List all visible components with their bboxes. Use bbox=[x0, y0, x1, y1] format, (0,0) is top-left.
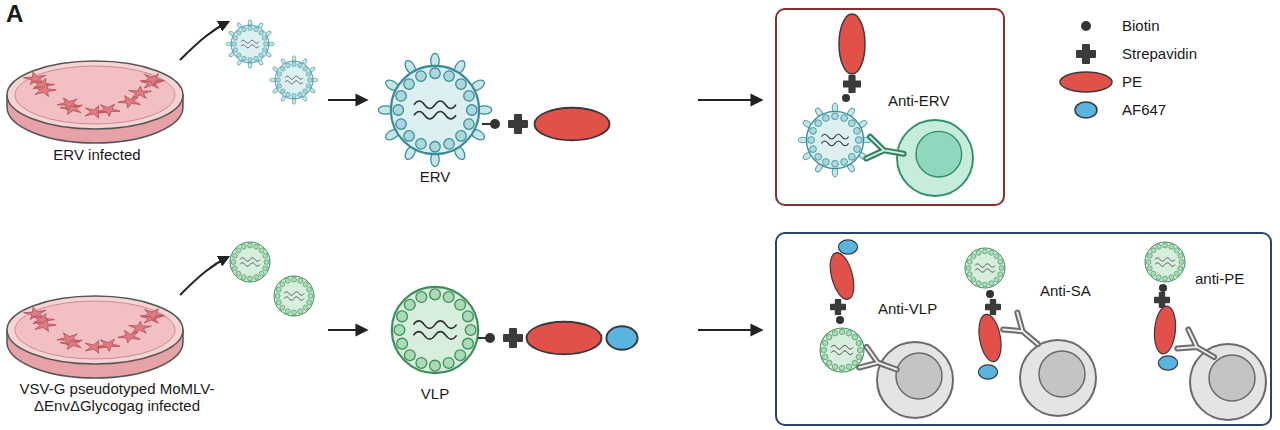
legend-text: PE bbox=[1122, 73, 1142, 91]
antibody bbox=[859, 347, 900, 380]
pe-fluor bbox=[826, 250, 859, 302]
legend-swatch bbox=[1058, 70, 1116, 94]
streptavidin bbox=[509, 115, 527, 133]
figure-part bbox=[1060, 72, 1112, 92]
pe-fluor bbox=[527, 322, 602, 355]
particle-label: ERV bbox=[405, 168, 465, 185]
af647-fluor bbox=[606, 326, 637, 349]
infected-dish: ERV infected bbox=[4, 20, 320, 185]
flow-arrow bbox=[328, 99, 366, 101]
antibody bbox=[1003, 313, 1045, 353]
release-arrow bbox=[180, 22, 228, 60]
pe-fluor bbox=[1153, 305, 1178, 355]
infected-dish: VSV-G pseudotyped MoMLV-ΔEnvΔGlycogag in… bbox=[2, 228, 320, 424]
figure-part bbox=[1077, 45, 1095, 63]
vlp-conjugate: VLP bbox=[380, 272, 690, 410]
culture-dish bbox=[7, 296, 183, 378]
antibody-label: anti-PE bbox=[1195, 270, 1244, 287]
flow-arrow bbox=[698, 99, 761, 101]
panel-letter: A bbox=[6, 0, 23, 28]
b-cell bbox=[877, 342, 953, 418]
release-arrow bbox=[180, 257, 228, 295]
vlp-particle bbox=[1145, 242, 1185, 282]
binding-panel: Anti-SA bbox=[966, 236, 1116, 422]
streptavidin bbox=[1155, 293, 1169, 307]
b-cell bbox=[1020, 340, 1096, 416]
pe-fluor bbox=[976, 313, 1005, 364]
biotin bbox=[1159, 284, 1167, 292]
vlp-particle bbox=[392, 287, 478, 373]
af647-fluor bbox=[978, 365, 997, 379]
legend-text: AF647 bbox=[1122, 101, 1166, 119]
legend-text: Strepavidin bbox=[1122, 45, 1197, 63]
assay-box: Anti-VLP Anti-SA anti-PE bbox=[775, 232, 1272, 426]
figure-part bbox=[1081, 21, 1091, 31]
erv-particle bbox=[378, 53, 491, 166]
assay-box: Anti-ERV bbox=[775, 8, 1005, 206]
antibody-label: Anti-SA bbox=[1040, 282, 1091, 299]
biotin bbox=[485, 333, 495, 343]
pe-fluor bbox=[535, 108, 610, 141]
streptavidin bbox=[986, 300, 1000, 314]
flow-arrow bbox=[328, 329, 366, 331]
antibody-label: Anti-ERV bbox=[888, 92, 949, 109]
biotin bbox=[842, 94, 850, 102]
legend-swatch bbox=[1058, 14, 1116, 38]
antibody bbox=[866, 137, 905, 165]
binding-panel: Anti-VLP bbox=[779, 236, 964, 422]
vlp-particle bbox=[965, 248, 1005, 288]
antibody bbox=[1177, 329, 1219, 366]
streptavidin bbox=[831, 300, 845, 314]
legend-swatch bbox=[1058, 42, 1116, 66]
af647-fluor bbox=[838, 240, 857, 254]
erv-particle bbox=[226, 20, 275, 69]
biotin bbox=[836, 316, 844, 324]
legend-swatch bbox=[1058, 98, 1116, 122]
legend-text: Biotin bbox=[1122, 17, 1160, 35]
b-cell bbox=[1190, 344, 1266, 420]
streptavidin bbox=[844, 76, 860, 92]
biotin bbox=[490, 119, 500, 129]
erv-conjugate: ERV bbox=[380, 50, 690, 195]
antibody-label: Anti-VLP bbox=[878, 300, 937, 317]
flow-arrow bbox=[698, 329, 761, 331]
figure-part bbox=[1075, 102, 1097, 118]
b-cell bbox=[897, 120, 973, 196]
vlp-particle bbox=[274, 276, 314, 316]
condition-label: VSV-G pseudotyped MoMLV-ΔEnvΔGlycogag in… bbox=[4, 380, 230, 414]
particle-label: VLP bbox=[405, 385, 465, 402]
binding-panel: Anti-ERV bbox=[779, 12, 1001, 202]
biotin bbox=[986, 290, 994, 298]
condition-label: ERV infected bbox=[7, 146, 187, 163]
erv-particle bbox=[798, 103, 871, 176]
streptavidin bbox=[504, 329, 522, 347]
pe-fluor bbox=[839, 14, 865, 74]
af647-fluor bbox=[1158, 356, 1177, 370]
vlp-particle bbox=[230, 242, 270, 282]
culture-dish bbox=[7, 61, 183, 143]
erv-particle bbox=[270, 56, 319, 105]
binding-panel: anti-PE bbox=[1118, 236, 1268, 422]
